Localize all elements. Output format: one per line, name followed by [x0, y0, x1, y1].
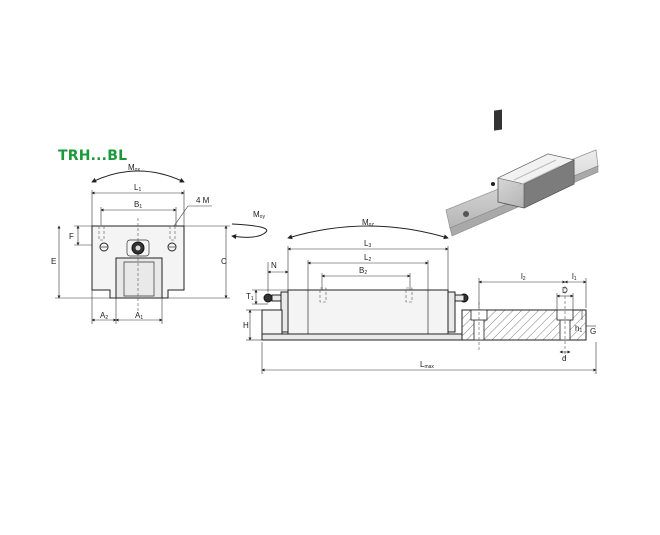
lmax-label: Lmax	[420, 360, 434, 370]
end-view: Mox L1 B1 4 M	[51, 163, 268, 324]
grease-nipple-icon	[263, 293, 273, 303]
b1-label: B1	[134, 200, 142, 210]
product-image	[445, 109, 599, 237]
i2-label: l2	[521, 272, 526, 282]
rail-end-profile	[115, 257, 163, 299]
moy-label: Moy	[253, 210, 265, 220]
a2-label: A2	[100, 311, 108, 321]
d-label: D	[562, 286, 568, 295]
l1-label: L1	[134, 183, 141, 193]
f-label: F	[69, 232, 74, 241]
n-label: N	[271, 261, 277, 270]
moz-label: Moz	[362, 218, 374, 228]
g-label: G	[590, 327, 596, 336]
d-small-label: d	[562, 354, 566, 363]
i1-label: l1	[572, 272, 577, 282]
series-title: TRH...BL	[58, 148, 128, 164]
l2-label: L2	[364, 253, 371, 263]
e-label: E	[51, 257, 56, 266]
rail-side-profile	[261, 333, 463, 341]
carriage-side-profile	[287, 289, 449, 335]
rail-section: l2 l1 D h1 G d	[461, 272, 596, 363]
a1-label: A1	[135, 311, 143, 321]
h-label: H	[243, 321, 249, 330]
moz-arc	[287, 225, 449, 240]
l3-label: L3	[364, 239, 371, 249]
t1-label: T1	[246, 292, 254, 302]
side-view: Moz L3 L2 B2 N	[243, 218, 597, 374]
h1-label: h1	[575, 324, 582, 334]
b2-label: B2	[359, 266, 367, 276]
mox-label: Mox	[128, 163, 140, 173]
moy-arc	[231, 223, 268, 240]
mox-arc	[91, 170, 185, 183]
c-label: C	[221, 257, 227, 266]
four-m-label: 4 M	[196, 196, 210, 205]
